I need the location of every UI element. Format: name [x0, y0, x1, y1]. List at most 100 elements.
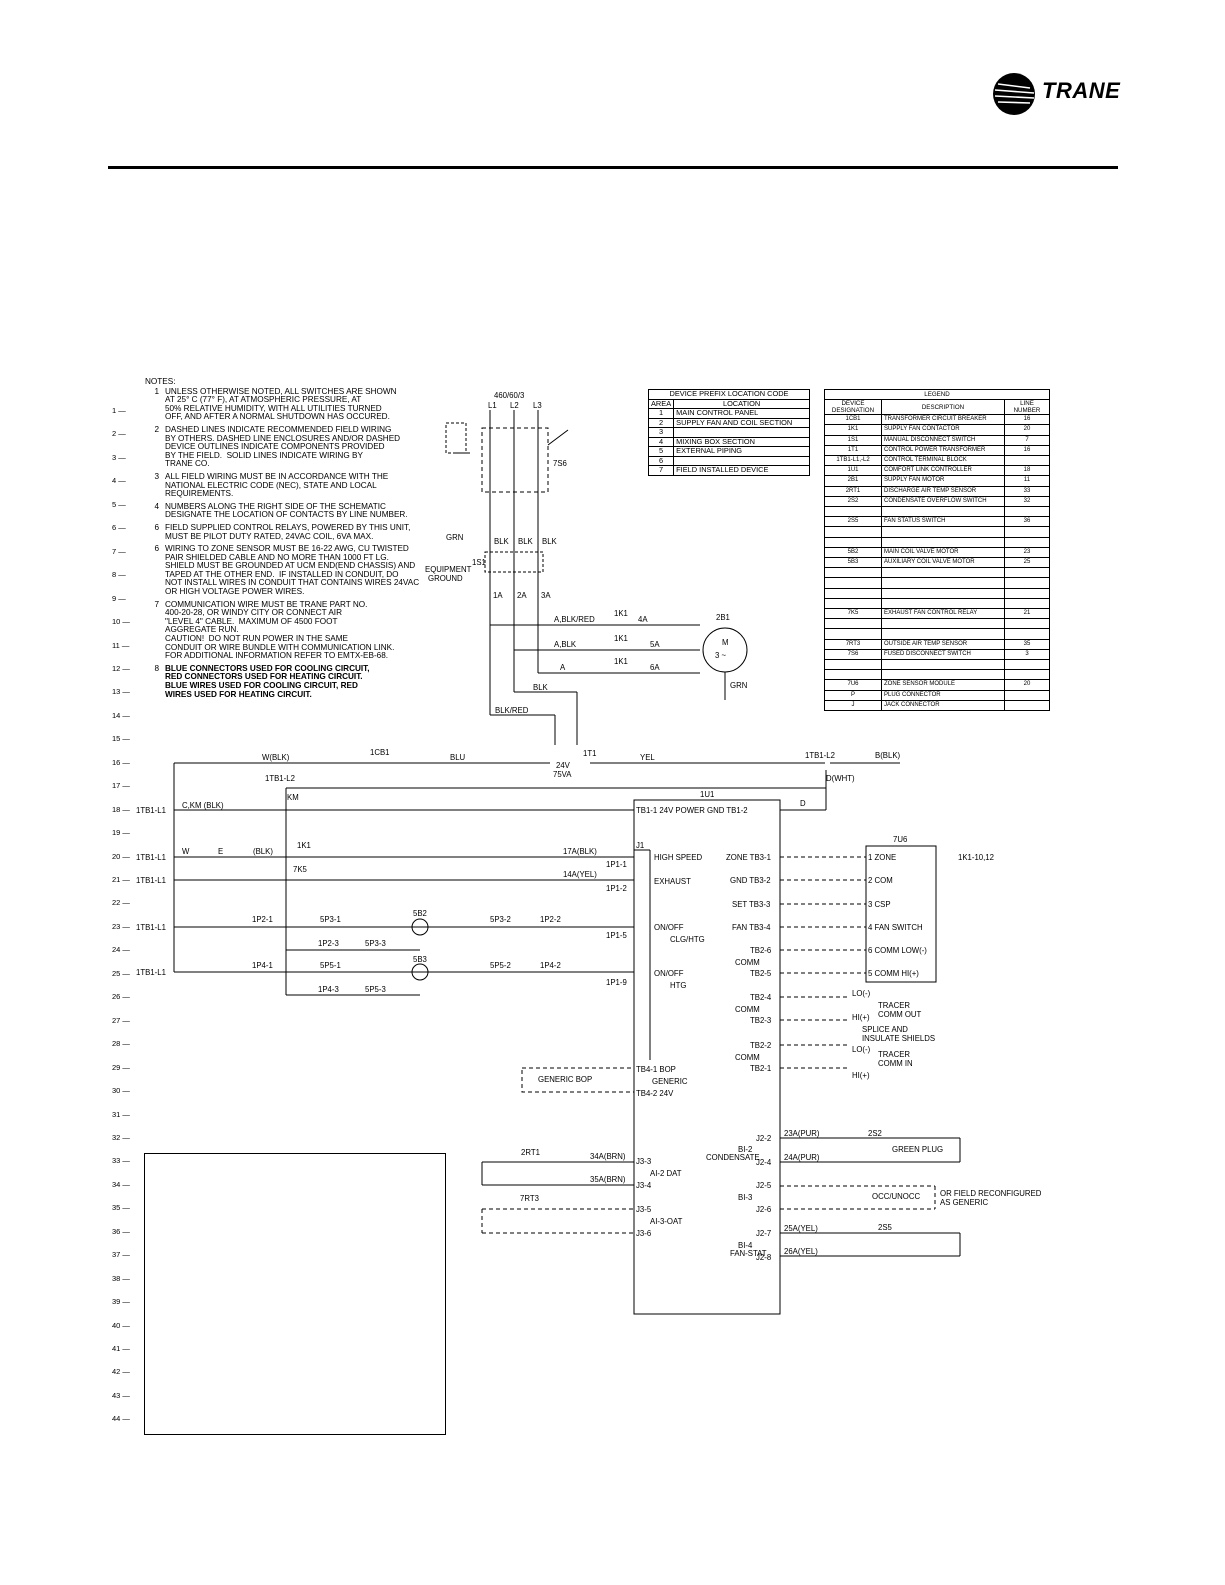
label-7u6: 7U6 — [893, 835, 907, 844]
label-tb23: TB2-3 — [750, 1016, 771, 1025]
label-tracer-out: TRACER — [878, 1001, 910, 1010]
label-j25: J2-5 — [756, 1181, 772, 1190]
label-1tb1-l1-23: 1TB1-L1 — [136, 923, 166, 932]
line-number: 9 — — [112, 593, 126, 603]
line-number: 28 — — [112, 1039, 130, 1049]
label-p51: 5P5-1 — [320, 961, 341, 970]
legend-line: 23 — [1004, 546, 1050, 558]
label-bi3: BI-3 — [738, 1193, 752, 1202]
label-hi-2: HI(+) — [852, 1071, 870, 1080]
note-number: 6 — [154, 522, 159, 532]
label-fanstat: FAN-STAT — [730, 1249, 767, 1258]
label-2s5: 2S5 — [878, 1223, 893, 1232]
legend-line: 33 — [1004, 485, 1050, 497]
legend-title: LEGEND — [824, 388, 1050, 401]
label-j33: J3-3 — [636, 1157, 651, 1166]
line-number: 8 — — [112, 570, 126, 580]
label-green-plug: GREEN PLUG — [892, 1145, 943, 1154]
label-25a: 25A(YEL) — [784, 1224, 818, 1233]
label-j28: J2-8 — [756, 1253, 771, 1262]
label-1k1-c: 1K1 — [614, 657, 628, 666]
label-comm-1: COMM — [735, 958, 760, 967]
note-text: NUMBERS ALONG THE RIGHT SIDE OF THE SCHE… — [165, 501, 408, 520]
label-5b2: 5B2 — [413, 909, 427, 918]
label-blu: BLU — [450, 753, 466, 762]
label-exh: EXHAUST — [654, 877, 691, 886]
label-power: 460/60/3 — [494, 391, 524, 400]
label-htg: HTG — [670, 981, 686, 990]
legend-line — [1004, 699, 1050, 711]
label-set-tb33: SET TB3-3 — [732, 900, 770, 909]
line-number: 12 — — [112, 663, 130, 673]
label-6a: 6A — [650, 663, 660, 672]
label-comm-2: COMM — [735, 1005, 760, 1014]
label-2a: 2A — [517, 591, 527, 600]
trane-logo — [993, 73, 1035, 115]
label-comm-3: COMM — [735, 1053, 760, 1062]
line-number: 31 — — [112, 1109, 130, 1119]
label-j34: J3-4 — [636, 1181, 652, 1190]
line-number: 20 — — [112, 851, 130, 861]
label-equip-ground: EQUIPMENT — [425, 565, 472, 574]
label-gnd-tb32: GND TB3-2 — [730, 876, 771, 885]
line-number: 43 — — [112, 1390, 130, 1400]
label-hs: HIGH SPEED — [654, 853, 702, 862]
label-7rt3: 7RT3 — [520, 1194, 539, 1203]
label-j27: J2-7 — [756, 1229, 771, 1238]
label-e: E — [218, 847, 223, 856]
legend-line: 18 — [1004, 465, 1050, 477]
label-2rt1: 2RT1 — [521, 1148, 540, 1157]
line-number: 44 — — [112, 1414, 130, 1424]
label-1k1-coil: 1K1 — [297, 841, 311, 850]
label-motor-m: M — [722, 638, 729, 647]
label-4a: 4A — [638, 615, 648, 624]
label-z4: 4 FAN SWITCH — [868, 923, 923, 932]
label-l1: L1 — [488, 401, 497, 410]
label-field-reconf-2: AS GENERIC — [940, 1198, 988, 1207]
label-5a: 5A — [650, 640, 660, 649]
legend-line: 36 — [1004, 516, 1050, 528]
label-power-row: TB1-1 24V POWER GND TB1-2 — [636, 806, 748, 815]
label-23a: 23A(PUR) — [784, 1129, 820, 1138]
line-number: 16 — — [112, 757, 130, 767]
note-text: BLUE CONNECTORS USED FOR COOLING CIRCUIT… — [165, 663, 370, 699]
note-text: COMMUNICATION WIRE MUST BE TRANE PART NO… — [165, 599, 395, 661]
label-7k5: 7K5 — [293, 865, 308, 874]
line-number: 1 — — [112, 406, 126, 415]
line-number: 18 — — [112, 804, 130, 814]
label-onoff-1: ON/OFF — [654, 923, 684, 932]
label-1s1: 1S1 — [472, 558, 486, 567]
label-w: W — [182, 847, 190, 856]
line-number: 24 — — [112, 945, 130, 955]
label-wire-a: A — [560, 663, 566, 672]
label-j24: J2-4 — [756, 1158, 772, 1167]
label-bop2: TB4-2 24V — [636, 1089, 674, 1098]
line-number: 22 — — [112, 898, 130, 908]
label-1tb1-l2: 1TB1-L2 — [265, 774, 295, 783]
label-1k1-10-12: 1K1-10,12 — [958, 853, 994, 862]
label-blk-1: BLK — [494, 537, 510, 546]
line-number: 15 — — [112, 734, 130, 744]
note-number: 7 — [154, 599, 159, 609]
legend-line: 3 — [1004, 648, 1050, 660]
line-number: 19 — — [112, 828, 130, 838]
label-j1: J1 — [636, 841, 644, 850]
title-box — [144, 1153, 446, 1435]
label-j35: J3-5 — [636, 1205, 652, 1214]
note-number: 3 — [154, 471, 159, 481]
label-lo-2: LO(-) — [852, 1045, 871, 1054]
note-text: DASHED LINES INDICATE RECOMMENDED FIELD … — [165, 424, 401, 469]
label-lo-1: LO(-) — [852, 989, 871, 998]
label-z6: 6 COMM LOW(-) — [868, 946, 927, 955]
note-number: 1 — [154, 386, 159, 396]
